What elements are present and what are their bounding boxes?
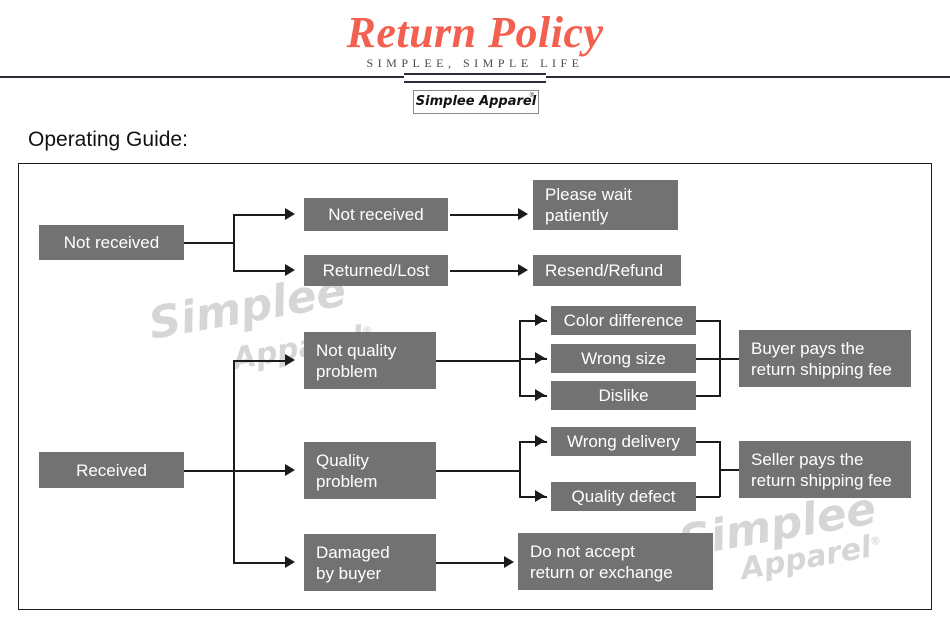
edge-not-received-split: [233, 214, 235, 271]
node-label: Not received: [328, 205, 424, 224]
node-not-received-sub[interactable]: Not received: [304, 198, 448, 231]
arrowhead-to-no-return: [504, 556, 514, 568]
arrowhead-to-quality-problem: [285, 464, 295, 476]
node-quality-defect[interactable]: Quality defect: [551, 482, 696, 511]
node-label: Resend/Refund: [545, 261, 664, 280]
brand-title: Return Policy: [346, 8, 604, 57]
edge-to-not-quality: [233, 360, 285, 362]
node-label: Quality defect: [571, 487, 676, 506]
node-resend-refund[interactable]: Resend/Refund: [533, 255, 681, 286]
arrowhead-to-quality-defect: [535, 490, 545, 502]
node-label: Returned/Lost: [322, 261, 430, 280]
edge-to-quality-defect: [519, 496, 547, 498]
node-label: Quality problem: [316, 450, 378, 491]
edge-wrong-size-merge: [696, 358, 720, 360]
node-label: Buyer pays the return shipping fee: [751, 338, 892, 379]
node-label: Received: [76, 460, 147, 480]
node-label: Not received: [63, 233, 160, 252]
edge-to-color-difference: [519, 320, 547, 322]
header-divider-center-accent: [404, 73, 546, 83]
edge-to-wrong-size: [519, 358, 547, 360]
node-label: Seller pays the return shipping fee: [751, 449, 892, 490]
node-not-received-root[interactable]: Not received: [39, 225, 184, 260]
arrowhead-to-not-quality: [285, 354, 295, 366]
edge-not-received-root-out: [184, 242, 234, 244]
node-color-difference[interactable]: Color difference: [551, 306, 696, 335]
node-label: Do not accept return or exchange: [530, 541, 673, 582]
edge-to-wrong-delivery: [519, 441, 547, 443]
node-quality-problem[interactable]: Quality problem: [304, 442, 436, 499]
edge-quality-problem-split: [519, 441, 521, 497]
edge-not-quality-out: [436, 360, 520, 362]
edge-returned-lost-to-resend: [450, 270, 518, 272]
edge-to-not-received-sub: [233, 214, 285, 216]
edge-to-damaged-by-buyer: [233, 562, 285, 564]
flowchart-frame: [18, 163, 932, 610]
node-dislike[interactable]: Dislike: [551, 381, 696, 410]
page-header: Return Policy SIMPLEE, SIMPLE LIFE: [0, 0, 950, 83]
node-wrong-delivery[interactable]: Wrong delivery: [551, 427, 696, 456]
node-label: Wrong delivery: [566, 432, 681, 451]
simplee-apparel-logo: Simplee Apparel ®: [413, 90, 539, 114]
node-do-not-accept-return[interactable]: Do not accept return or exchange: [518, 533, 713, 590]
node-label: Wrong size: [581, 349, 666, 368]
node-label: Dislike: [598, 386, 649, 405]
arrowhead-to-wrong-delivery: [535, 435, 545, 447]
node-not-quality-problem[interactable]: Not quality problem: [304, 332, 436, 389]
arrowhead-to-dislike: [535, 389, 545, 401]
edge-color-difference-merge: [696, 320, 720, 322]
node-buyer-pays-shipping[interactable]: Buyer pays the return shipping fee: [739, 330, 911, 387]
registered-trademark-mark: ®: [529, 93, 534, 99]
edge-to-quality-problem: [233, 470, 285, 472]
edge-to-dislike: [519, 395, 547, 397]
edge-wrong-delivery-merge: [696, 441, 720, 443]
node-seller-pays-shipping[interactable]: Seller pays the return shipping fee: [739, 441, 911, 498]
node-please-wait-patiently[interactable]: Please wait patiently: [533, 180, 678, 230]
arrowhead-to-color-difference: [535, 314, 545, 326]
edge-quality-problem-out: [436, 470, 520, 472]
node-returned-lost[interactable]: Returned/Lost: [304, 255, 448, 286]
edge-received-split: [233, 360, 235, 563]
node-label: Not quality problem: [316, 340, 397, 381]
edge-to-returned-lost: [233, 270, 285, 272]
page-title: Operating Guide:: [28, 128, 188, 151]
edge-quality-defect-merge: [696, 496, 720, 498]
edge-dislike-merge: [696, 395, 720, 397]
arrowhead-to-resend-refund: [518, 264, 528, 276]
edge-not-received-sub-to-please-wait: [450, 214, 518, 216]
node-label: Damaged by buyer: [316, 542, 390, 583]
edge-damaged-to-no-return: [436, 562, 504, 564]
edge-to-seller-pays: [719, 469, 739, 471]
edge-to-buyer-pays: [719, 358, 739, 360]
arrowhead-to-wrong-size: [535, 352, 545, 364]
edge-not-quality-split: [519, 320, 521, 395]
arrowhead-to-please-wait: [518, 208, 528, 220]
node-label: Please wait patiently: [545, 185, 632, 225]
node-label: Color difference: [563, 311, 684, 330]
node-received-root[interactable]: Received: [39, 452, 184, 488]
edge-received-root-out: [184, 470, 234, 472]
logo-text: Simplee Apparel: [415, 94, 537, 109]
brand-tagline: SIMPLEE, SIMPLE LIFE: [366, 56, 584, 70]
arrowhead-to-damaged-by-buyer: [285, 556, 295, 568]
arrowhead-to-not-received-sub: [285, 208, 295, 220]
node-damaged-by-buyer[interactable]: Damaged by buyer: [304, 534, 436, 591]
node-wrong-size[interactable]: Wrong size: [551, 344, 696, 373]
arrowhead-to-returned-lost: [285, 264, 295, 276]
